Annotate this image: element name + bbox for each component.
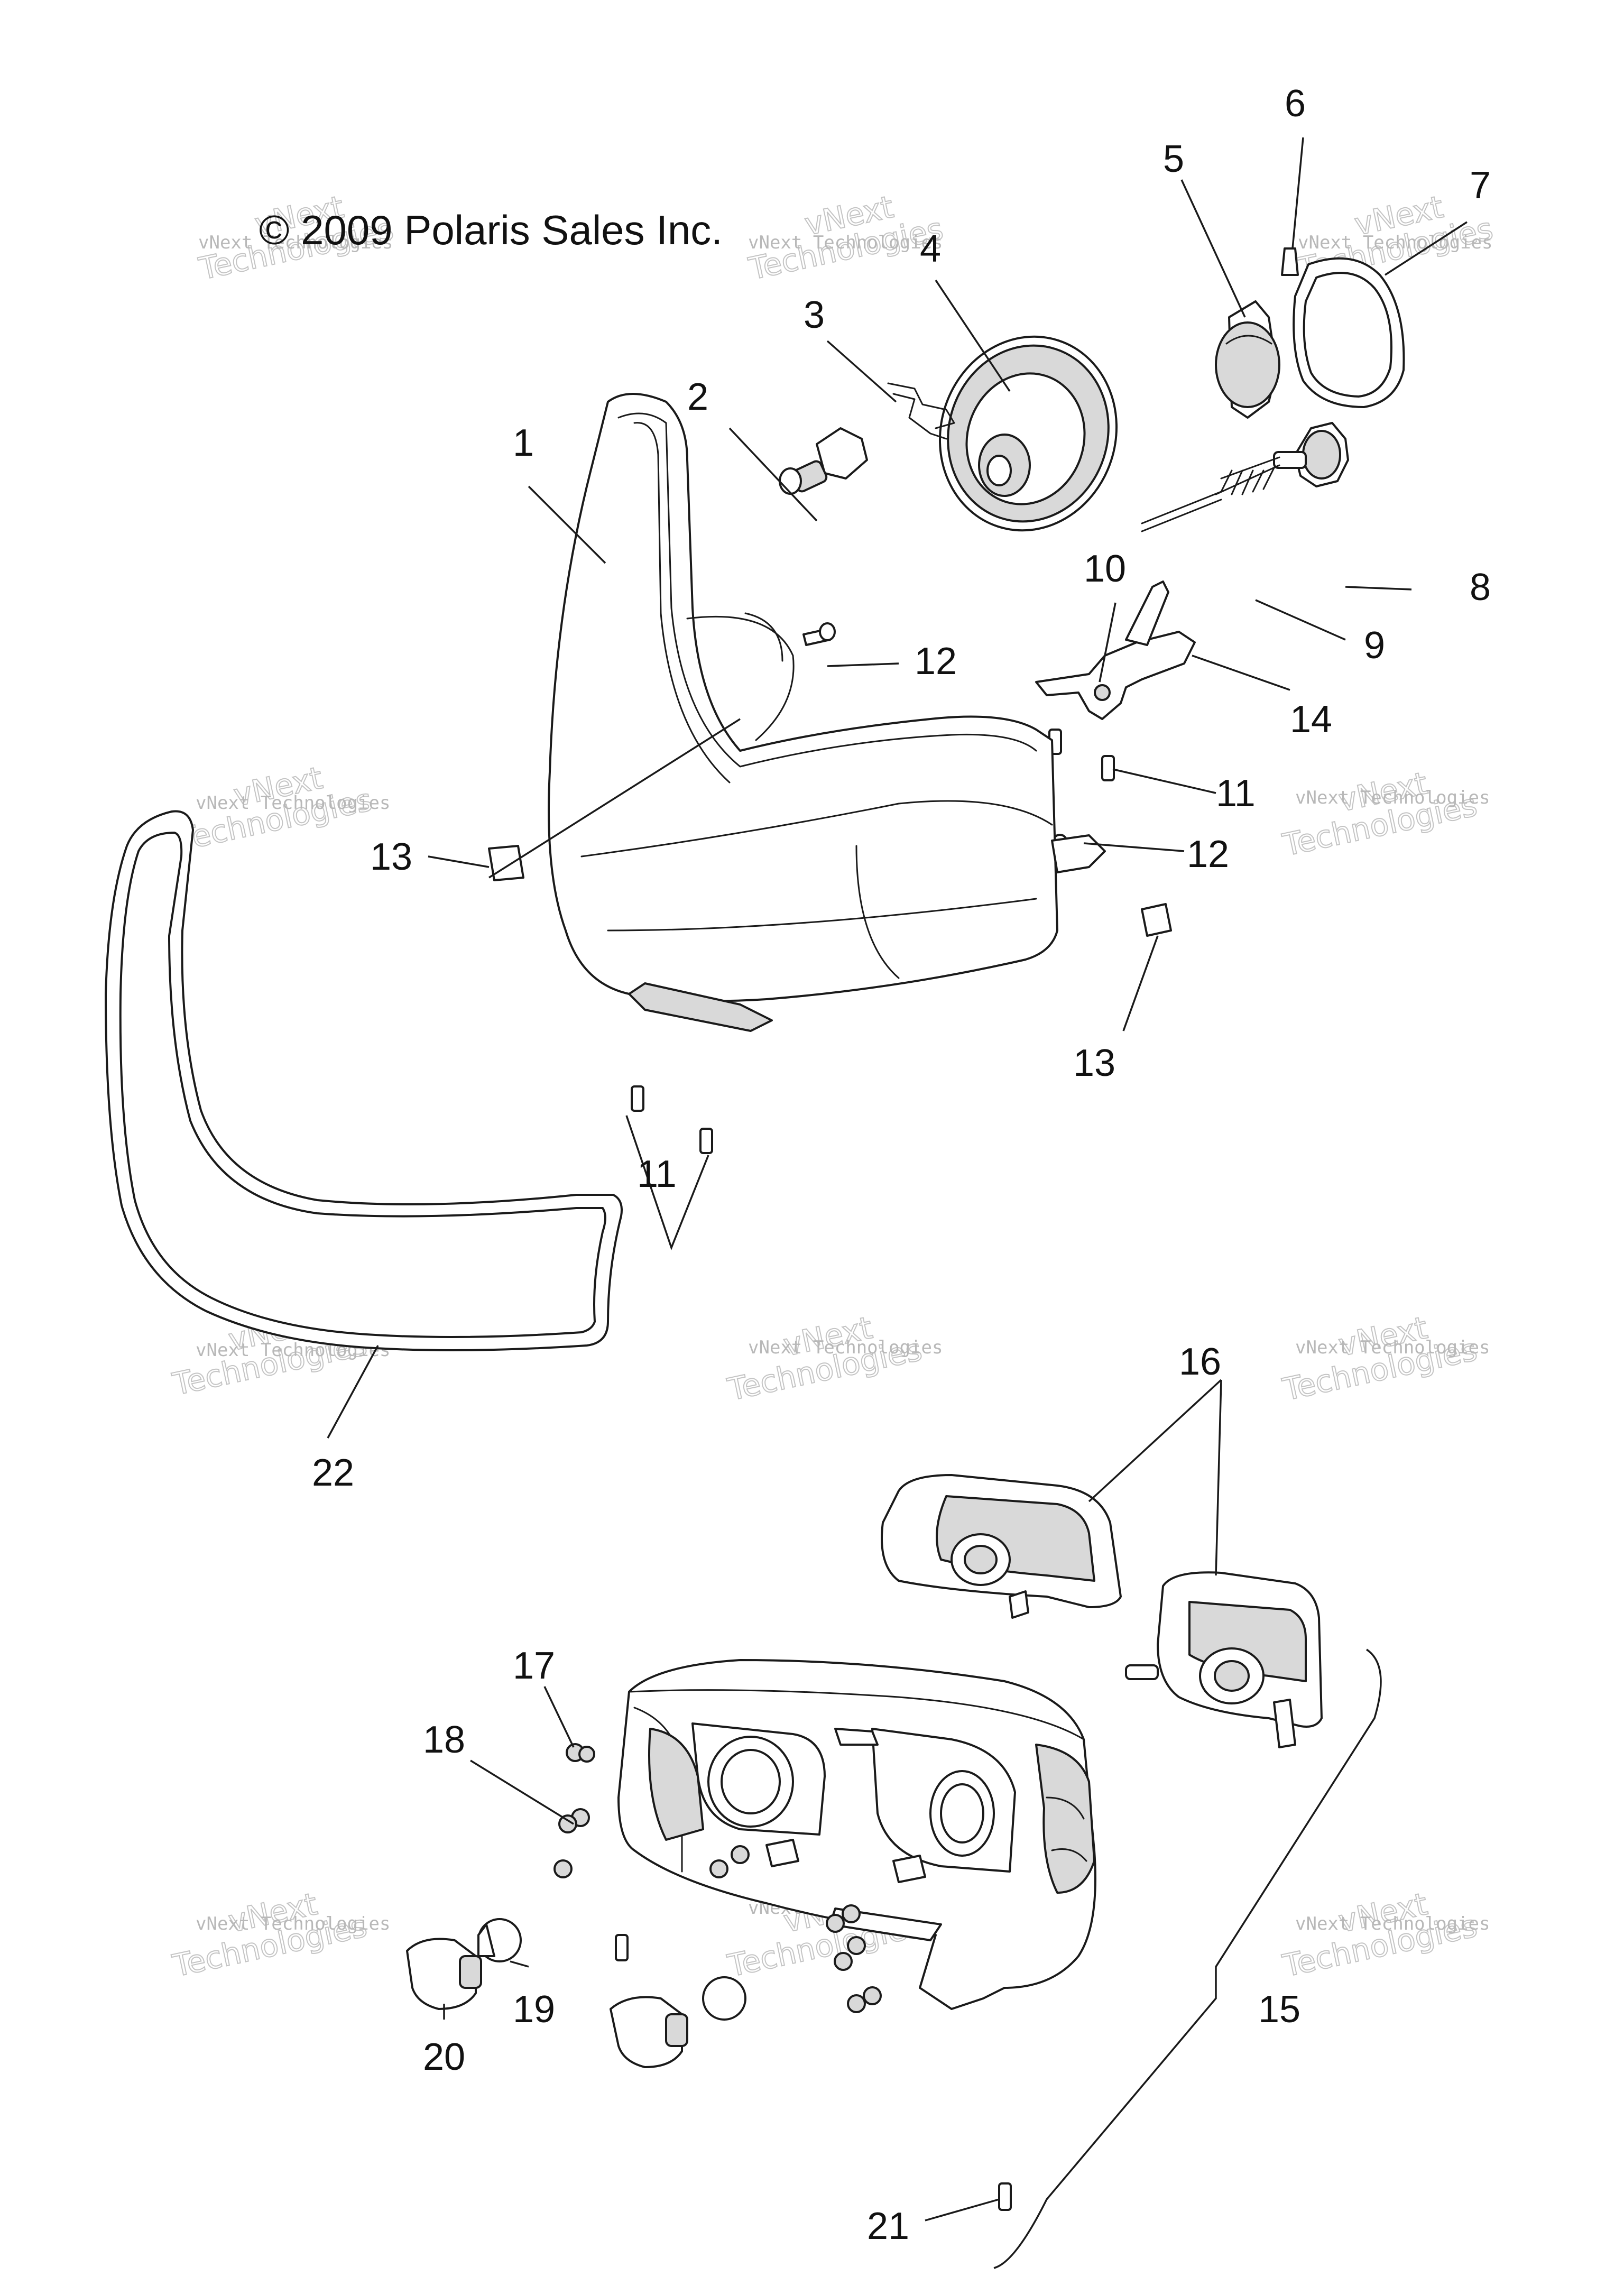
- callout-6: 6: [1285, 82, 1306, 125]
- callout-12-lower: 12: [1187, 833, 1229, 875]
- part-3-spring-clip: [887, 382, 955, 440]
- watermark-text-12: vNext Technologies: [1295, 1913, 1490, 1934]
- pin-lower-left: [615, 1934, 629, 1961]
- part-11-pin-d: [699, 1128, 713, 1154]
- callout-7: 7: [1470, 164, 1491, 207]
- part-16-lamp-unit-lower: [1125, 1571, 1323, 1748]
- watermark-text-4: vNext Technologies: [196, 792, 390, 814]
- callout-21: 21: [867, 2205, 909, 2247]
- watermark-text-9: vNext Technologies: [1295, 1337, 1490, 1358]
- callout-11-lower: 11: [637, 1153, 677, 1195]
- callout-9: 9: [1364, 624, 1385, 667]
- watermark-text-2: vNext Technologies: [748, 232, 943, 253]
- callout-8: 8: [1470, 566, 1491, 609]
- part-22-headlight-gasket: [105, 810, 623, 1351]
- watermark-text-3: vNext Technologies: [1298, 232, 1492, 253]
- callout-13-right: 13: [1073, 1042, 1115, 1084]
- callout-14: 14: [1290, 698, 1332, 741]
- part-4-reflector-cover: [938, 335, 1118, 532]
- part-11-pin-b: [1101, 755, 1115, 781]
- callout-1: 1: [513, 422, 534, 464]
- watermark-6: Technologies vNext: [1279, 764, 1481, 864]
- watermark-text-6: vNext Technologies: [1295, 787, 1490, 808]
- callout-17: 17: [513, 1645, 555, 1687]
- part-10-adjuster-bracket: [1035, 580, 1196, 720]
- part-20-bulb-socket: [406, 1938, 482, 2010]
- callout-2: 2: [687, 376, 708, 418]
- callout-20: 20: [423, 2036, 465, 2078]
- watermark-text-10: vNext Technologies: [196, 1913, 390, 1934]
- part-5-bulb-cover: [1215, 300, 1280, 419]
- socket-and-bulb-lower: [610, 1976, 746, 2068]
- part-2-headlight-bulb: [779, 427, 868, 495]
- callout-5: 5: [1163, 138, 1184, 180]
- leader-lines: [327, 137, 1468, 2269]
- callout-19: 19: [513, 1988, 555, 2031]
- watermark-text-1: vNext Technologies: [198, 232, 393, 253]
- callout-10: 10: [1084, 548, 1126, 590]
- part-15-headlight-bezel: [617, 1659, 1096, 2010]
- part-14-adjuster-rod: [1141, 491, 1222, 532]
- part-9-adjuster-spring: [1215, 456, 1280, 495]
- part-6-pin: [1281, 247, 1299, 276]
- callout-4: 4: [920, 228, 941, 270]
- part-8-adjuster-knob: [1273, 422, 1349, 487]
- callout-13-left: 13: [370, 836, 412, 878]
- part-13-clip-right: [1141, 903, 1172, 937]
- part-7-seal: [1293, 257, 1405, 408]
- part-11-pin-c: [631, 1085, 644, 1112]
- nut-cluster: [553, 1743, 882, 2013]
- part-16-lamp-unit-upper: [881, 1474, 1122, 1619]
- callout-18: 18: [423, 1719, 465, 1761]
- callout-11-upper: 11: [1216, 772, 1256, 815]
- callout-labels: 1 2 3 4 5 6 7 8 9 10 11 11 12 12 13 13 1…: [312, 82, 1491, 2247]
- callout-15: 15: [1258, 1988, 1300, 2031]
- part-21-pin: [998, 2182, 1012, 2211]
- part-1-headlight-housing: [548, 393, 1106, 1032]
- callout-22: 22: [312, 1452, 354, 1494]
- part-19-bulb: [477, 1918, 522, 1962]
- part-12-screw-upper: [802, 622, 836, 646]
- copyright-notice: © 2009 Polaris Sales Inc.: [259, 207, 723, 253]
- callout-16: 16: [1179, 1341, 1221, 1383]
- callout-12-upper: 12: [915, 640, 957, 683]
- watermark-text-8: vNext Technologies: [748, 1337, 943, 1358]
- callout-3: 3: [804, 294, 825, 336]
